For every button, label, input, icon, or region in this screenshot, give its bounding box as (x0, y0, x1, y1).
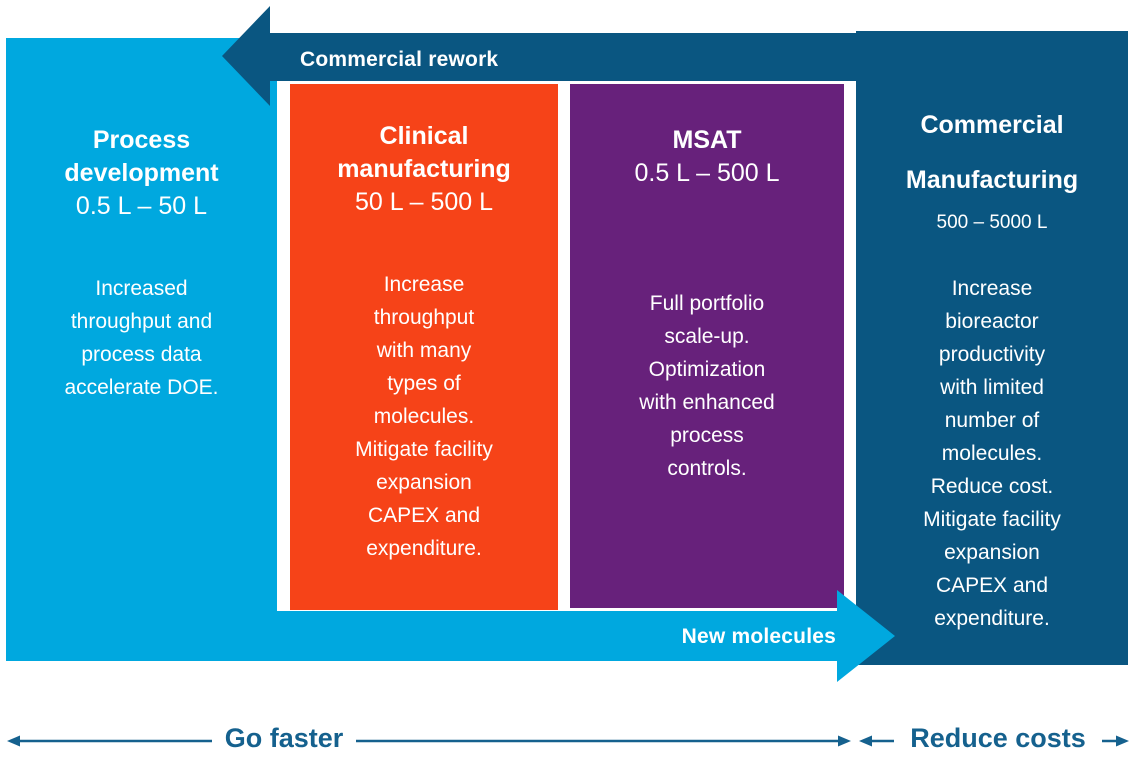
column-scale-range: 0.5 L – 50 L (75, 192, 208, 220)
column-clinical-manufacturing: Clinical manufacturing 50 L – 500 L Incr… (290, 84, 558, 610)
column-description: Full portfolio scale-up. Optimization wi… (639, 292, 775, 480)
column-description: Increase bioreactor productivity with li… (923, 277, 1061, 630)
commercial-rework-label: Commercial rework (300, 48, 499, 71)
go-faster-label: Go faster (224, 723, 344, 753)
column-scale-range: 50 L – 500 L (354, 188, 494, 216)
column-title: Clinical manufacturing (337, 122, 511, 183)
column-description: Increase throughput with many types of m… (355, 273, 493, 560)
column-scale-range: 0.5 L – 500 L (634, 159, 780, 187)
column-title: Process development (64, 126, 219, 187)
column-title: MSAT (672, 126, 742, 154)
column-scale-range: 500 – 5000 L (936, 212, 1048, 233)
column-process-development: Process development 0.5 L – 50 L Increas… (6, 38, 277, 661)
column-title-line2: Manufacturing (905, 166, 1079, 194)
column-title-line1: Commercial (920, 111, 1064, 139)
new-molecules-label: New molecules (681, 625, 836, 648)
reduce-costs-label: Reduce costs (910, 723, 1086, 753)
title-gap (856, 142, 1128, 164)
column-commercial-manufacturing: Commercial Manufacturing 500 – 5000 L In… (856, 31, 1128, 665)
column-description: Increased throughput and process data ac… (64, 277, 219, 399)
go-faster-axis (7, 735, 851, 747)
column-msat: MSAT 0.5 L – 500 L Full portfolio scale-… (570, 84, 844, 608)
